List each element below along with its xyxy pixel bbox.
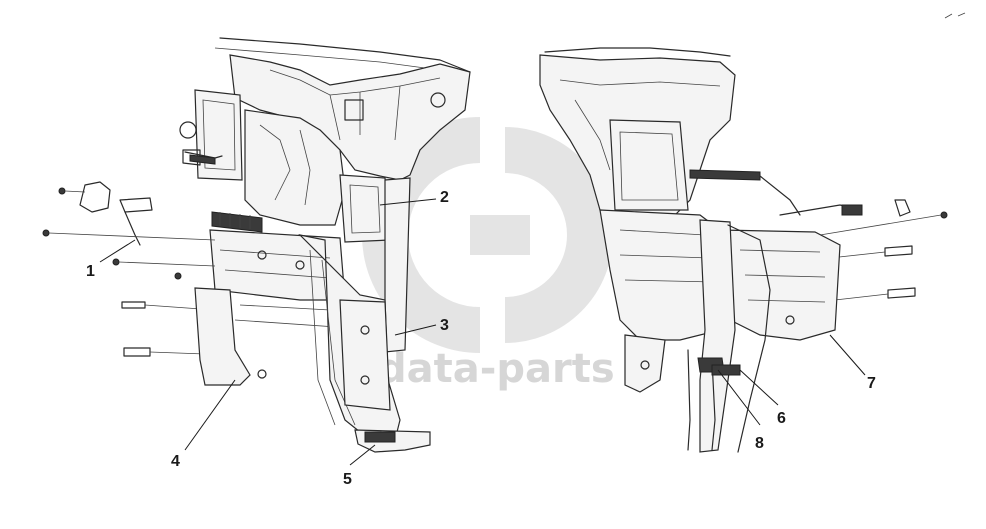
bolt-left-3 [112, 258, 120, 266]
callout-7: 7 [867, 375, 876, 392]
callout-4: 4 [171, 453, 180, 470]
callout-6: 6 [777, 410, 786, 427]
watermark-logo [362, 117, 613, 353]
bolt-left-1 [58, 187, 66, 195]
bolt-right-1 [940, 211, 948, 219]
bolt-right-3 [887, 287, 916, 299]
bolt-right-2 [884, 245, 913, 257]
callout-8: 8 [755, 435, 764, 452]
callout-1: 1 [86, 263, 95, 280]
right-assembly [539, 47, 948, 453]
bolt-left-6 [123, 347, 151, 357]
callout-5: 5 [343, 471, 352, 488]
left-assembly [42, 37, 471, 453]
bolt-left-2 [42, 229, 50, 237]
bolt-left-4 [174, 272, 182, 280]
leader-lines [99, 198, 866, 466]
watermark-text: data-parts [378, 346, 615, 392]
callout-3: 3 [440, 317, 449, 334]
callout-2: 2 [440, 189, 449, 206]
bolt-left-5 [121, 301, 146, 309]
